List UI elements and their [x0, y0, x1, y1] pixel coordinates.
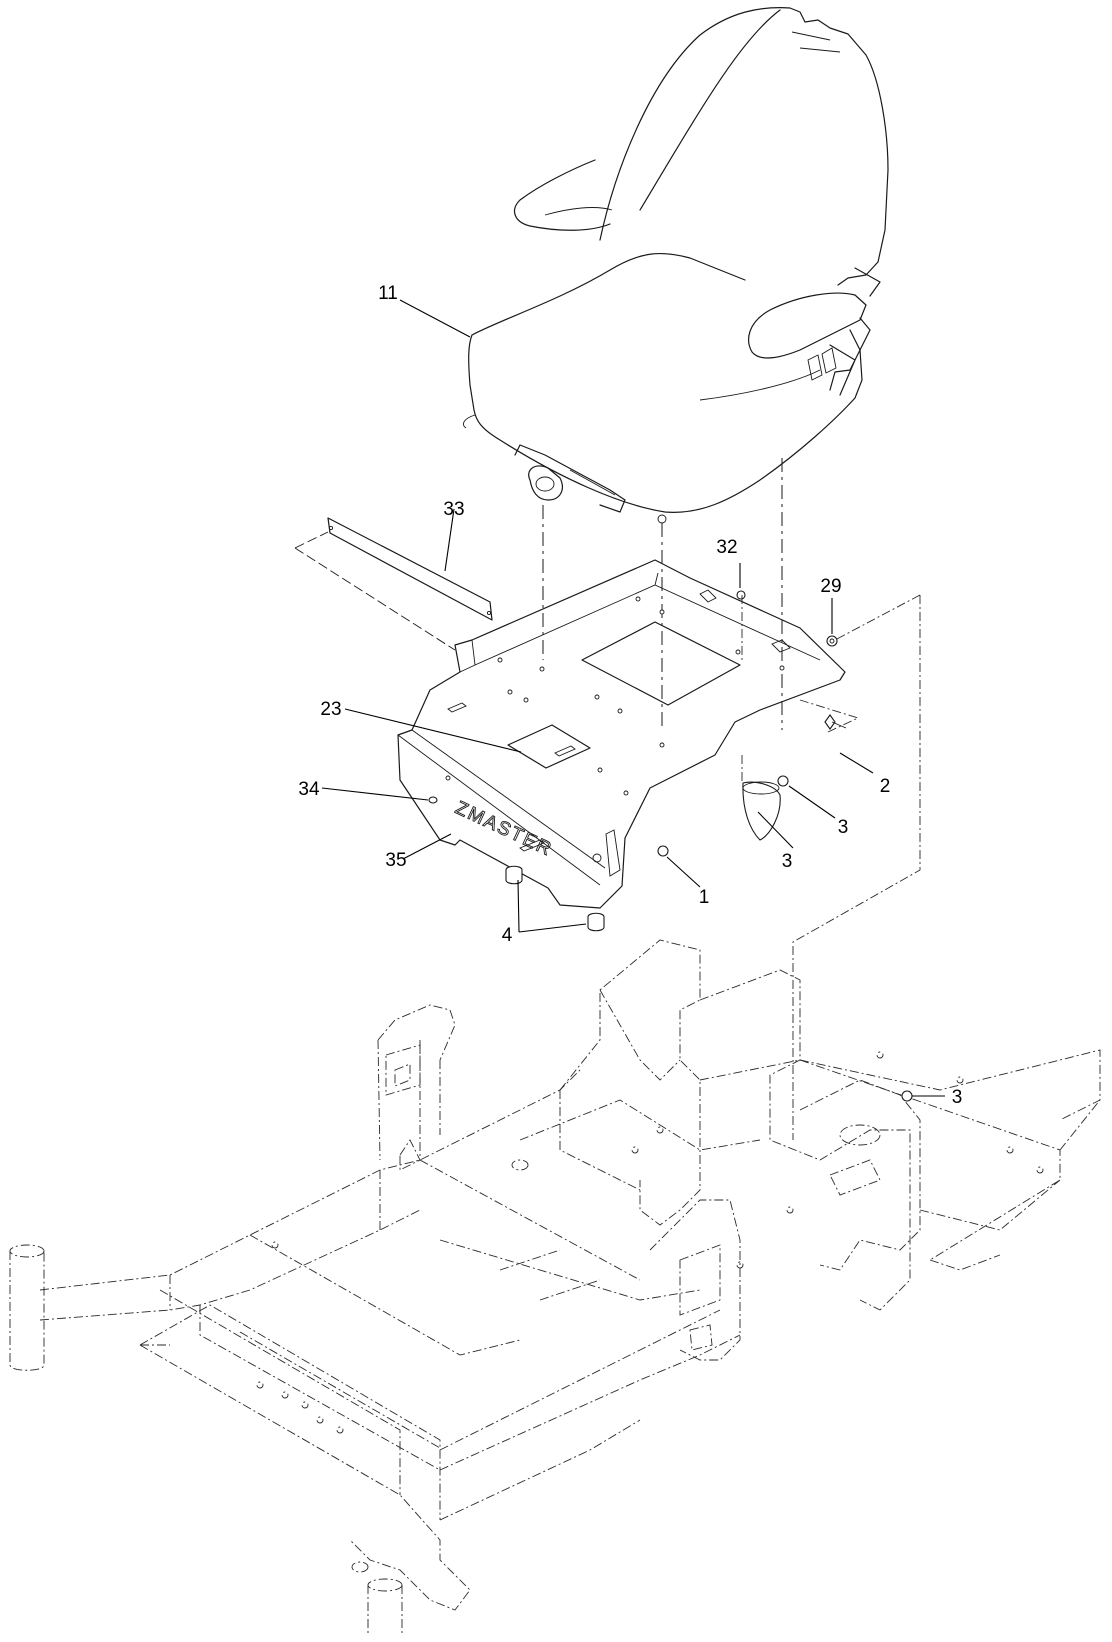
- zmaster-logo: ZMASTER: [452, 797, 556, 860]
- callout-23: 23: [320, 699, 341, 720]
- callout-3c: 3: [952, 1087, 963, 1108]
- callout-29: 29: [820, 576, 841, 597]
- callout-34: 34: [298, 779, 320, 800]
- nut-3-frame[interactable]: [901, 1090, 913, 1102]
- callout-1: 35: [385, 850, 406, 871]
- callout-32: 32: [716, 537, 737, 558]
- callout-labels: 11 33 32 29 23 2 34 3 3 35 1 4 3: [298, 283, 962, 1108]
- callout-11: 11: [378, 283, 398, 304]
- callout-4: 4: [502, 925, 513, 946]
- mower-frame: [9, 939, 1101, 1635]
- seat-pan[interactable]: ZMASTER: [397, 559, 846, 909]
- callout-33: 33: [443, 499, 464, 520]
- seat-assembly[interactable]: [463, 7, 889, 524]
- callout-3a: 3: [838, 817, 849, 838]
- callout-leaders: [321, 299, 945, 1097]
- callout-35: 3: [782, 851, 793, 872]
- callout-2: 2: [880, 776, 891, 797]
- callout-3b: 1: [699, 887, 710, 908]
- hardware[interactable]: [428, 590, 847, 932]
- decal-33[interactable]: [327, 517, 493, 621]
